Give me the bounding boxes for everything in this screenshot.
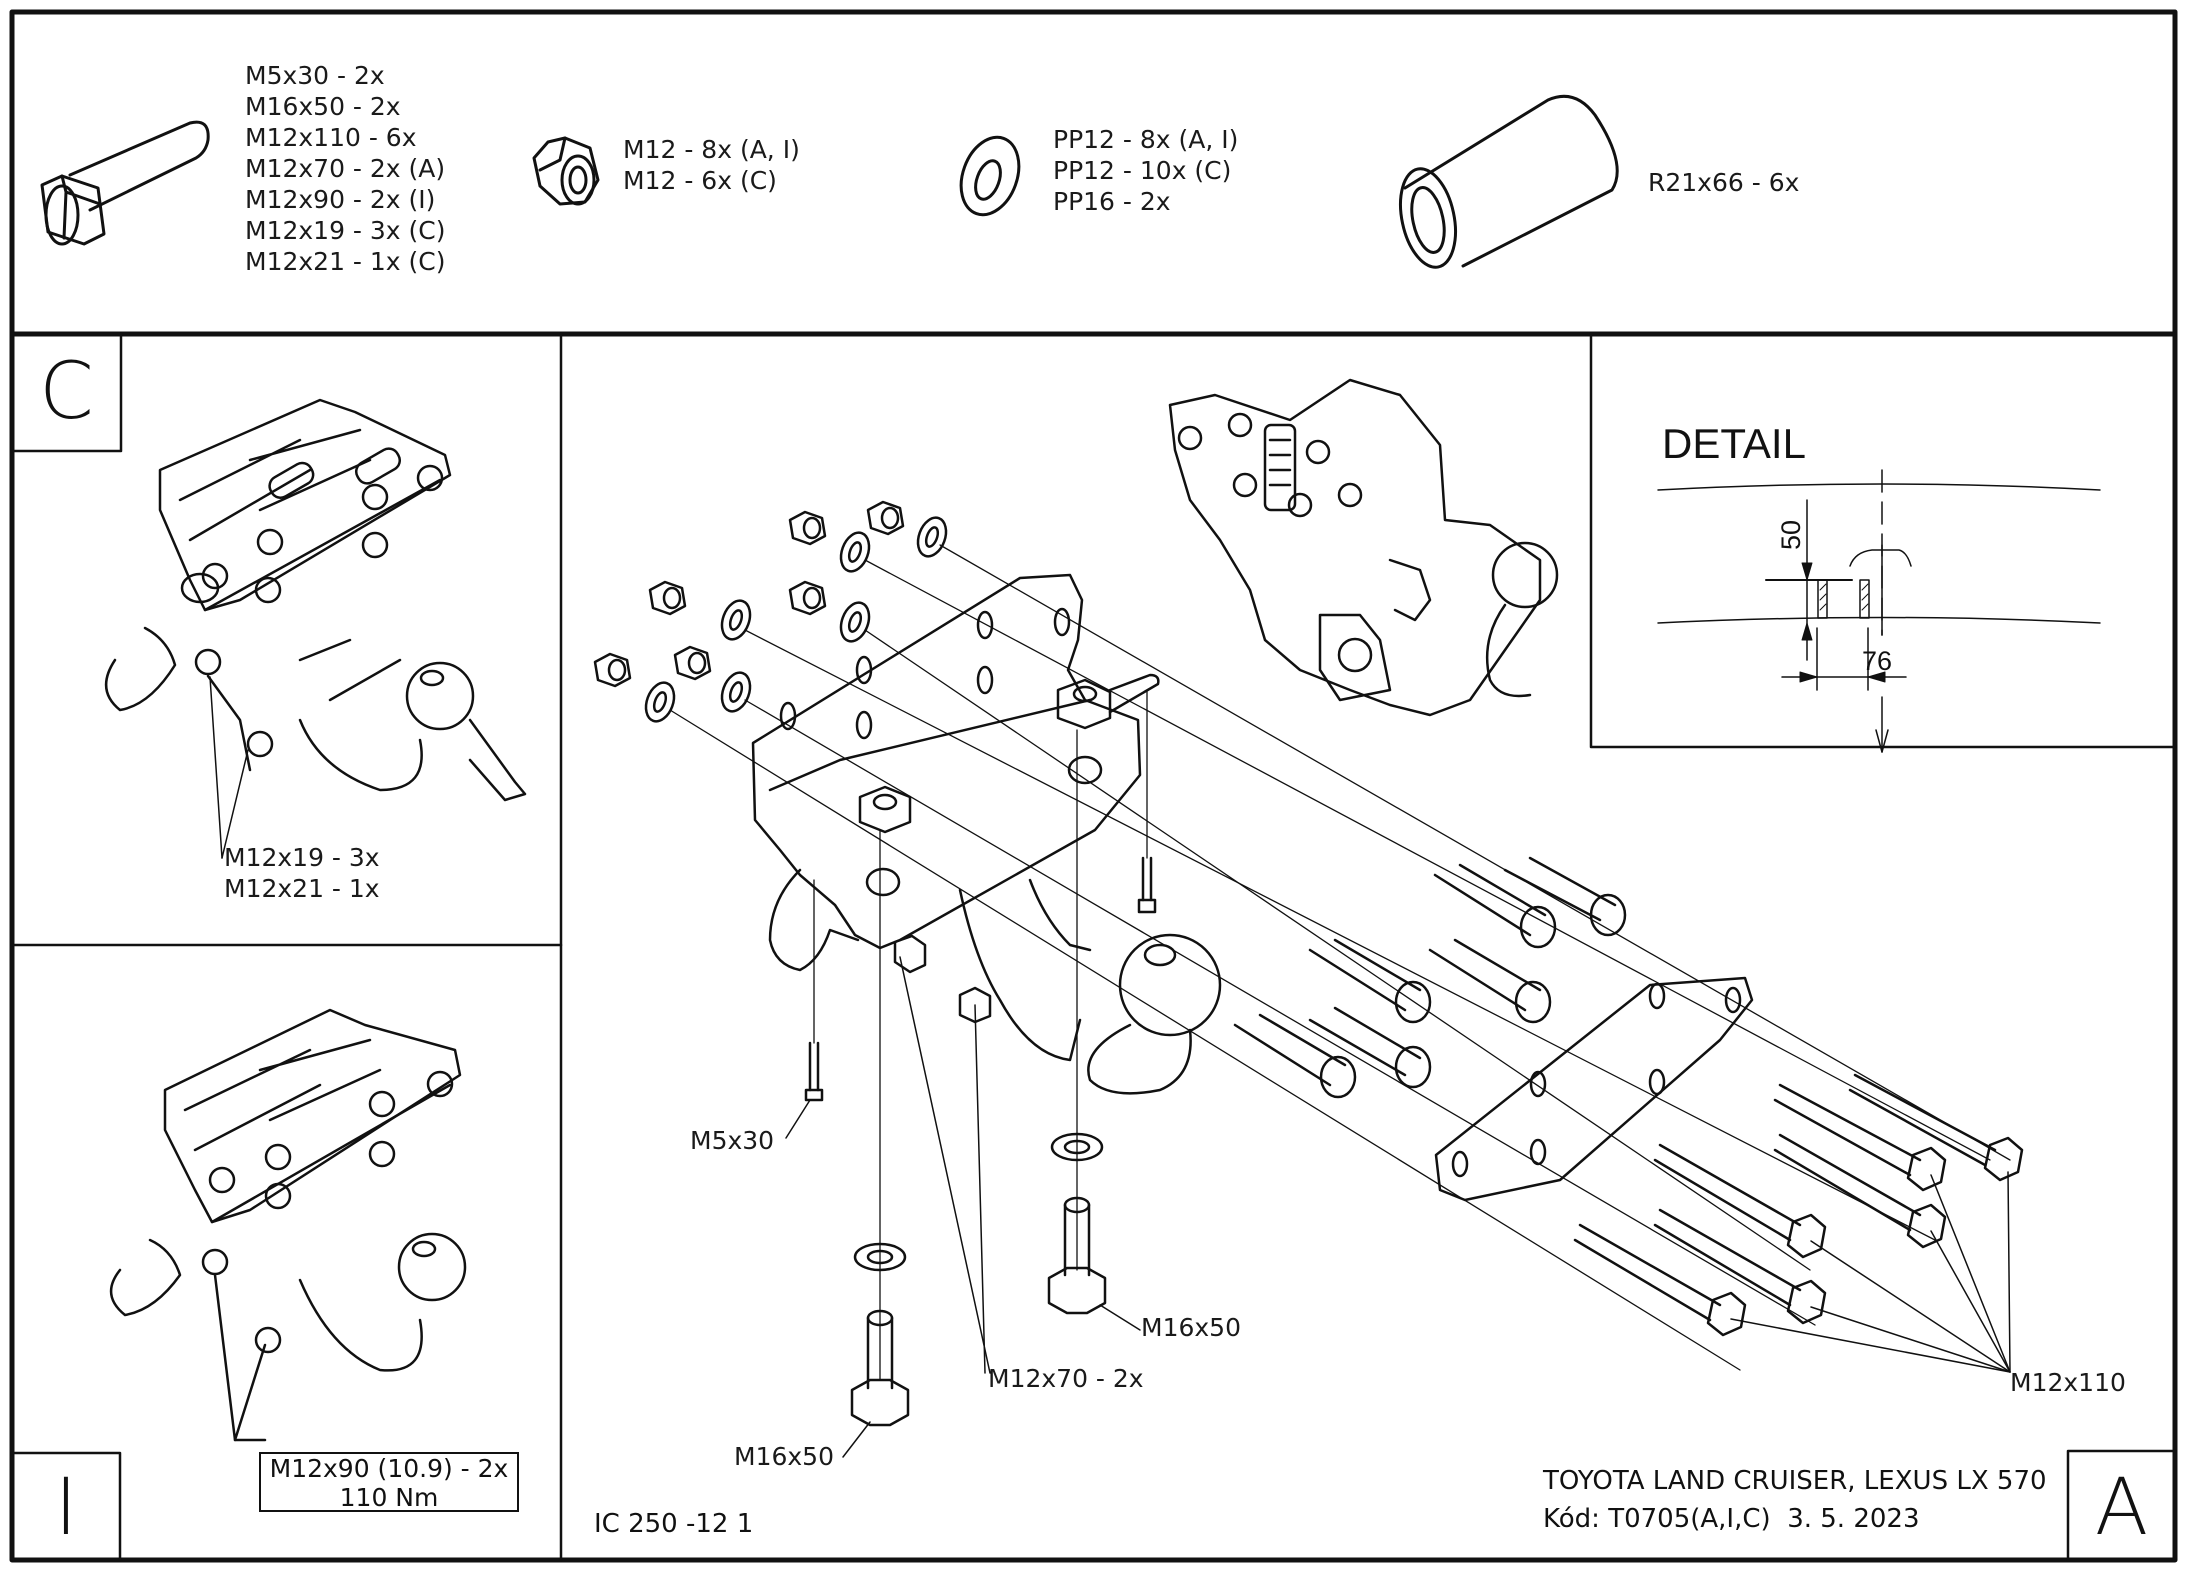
- bolt-list-item: M12x90 - 2x (I): [245, 185, 436, 214]
- washer-icon: [959, 135, 1021, 217]
- variant-i-torque-callout: M12x90 (10.9) - 2x 110 Nm: [259, 1452, 519, 1512]
- variant-i-letter: I: [54, 1463, 78, 1553]
- outer-border: [9, 9, 2178, 1563]
- callout-m16x50-right: M16x50: [1141, 1313, 1241, 1342]
- bolt-list-item: M12x70 - 2x (A): [245, 154, 446, 183]
- vehicle-name: TOYOTA LAND CRUISER, LEXUS LX 570: [1543, 1466, 2047, 1496]
- variant-c-drawing: [105, 398, 527, 859]
- bolt-list-item: M12x19 - 3x (C): [245, 216, 446, 245]
- callout-m5x30: M5x30: [690, 1126, 775, 1155]
- variant-a-letter: A: [2094, 1463, 2149, 1553]
- detail-box: [1589, 332, 2177, 749]
- callout-line: M12x90 (10.9) - 2x: [269, 1454, 509, 1483]
- washer-list-item: PP16 - 2x: [1053, 187, 1171, 216]
- bolt-list-item: M5x30 - 2x: [245, 61, 385, 90]
- i-letter-box: [10, 1451, 122, 1562]
- nut-list-item: M12 - 6x (C): [623, 166, 777, 195]
- detail-title: DETAIL: [1662, 420, 1806, 467]
- spacer-list-item: R21x66 - 6x: [1648, 168, 1800, 197]
- detail-drawing: [1657, 469, 2101, 753]
- torque-value: 110 Nm: [339, 1483, 439, 1512]
- spacer-tube-icon: [1399, 94, 1619, 269]
- bolt-list: M5x30 - 2x M16x50 - 2x M12x110 - 6x M12x…: [245, 60, 446, 277]
- product-code-date: Kód: T0705(A,I,C) 3. 5. 2023: [1543, 1504, 1920, 1534]
- variant-c-callout: M12x19 - 3x M12x21 - 1x: [224, 842, 380, 904]
- variant-i-drawing: [110, 1008, 467, 1442]
- bolt-list-item: M16x50 - 2x: [245, 92, 401, 121]
- a-letter-box: [2066, 1449, 2177, 1562]
- washer-list-item: PP12 - 8x (A, I): [1053, 125, 1239, 154]
- washer-list-item: PP12 - 10x (C): [1053, 156, 1232, 185]
- callout-line: M12x19 - 3x: [224, 843, 380, 872]
- callout-m12x70: M12x70 - 2x: [988, 1364, 1144, 1393]
- drawing-reference: IC 250 -12 1: [594, 1509, 754, 1539]
- nut-list-item: M12 - 8x (A, I): [623, 135, 800, 164]
- callout-m12x110: M12x110: [2010, 1368, 2126, 1397]
- callout-line: M12x21 - 1x: [224, 874, 380, 903]
- c-letter-box: [10, 332, 123, 453]
- hex-bolt-icon: [40, 120, 210, 246]
- main-exploded-view: [593, 378, 2024, 1458]
- dimension-horizontal: 76: [1862, 646, 1893, 676]
- spacer-list: R21x66 - 6x: [1648, 167, 1799, 198]
- title-block: TOYOTA LAND CRUISER, LEXUS LX 570 Kód: T…: [1543, 1462, 2047, 1538]
- washer-list: PP12 - 8x (A, I) PP12 - 10x (C) PP16 - 2…: [1053, 124, 1238, 217]
- callout-m16x50-left: M16x50: [734, 1442, 834, 1471]
- nut-list: M12 - 8x (A, I) M12 - 6x (C): [623, 134, 800, 196]
- dimension-vertical: 50: [1776, 519, 1806, 550]
- bolt-list-item: M12x110 - 6x: [245, 123, 417, 152]
- bolt-list-item: M12x21 - 1x (C): [245, 247, 446, 276]
- variant-c-letter: C: [39, 347, 94, 437]
- hex-nut-icon: [532, 136, 600, 206]
